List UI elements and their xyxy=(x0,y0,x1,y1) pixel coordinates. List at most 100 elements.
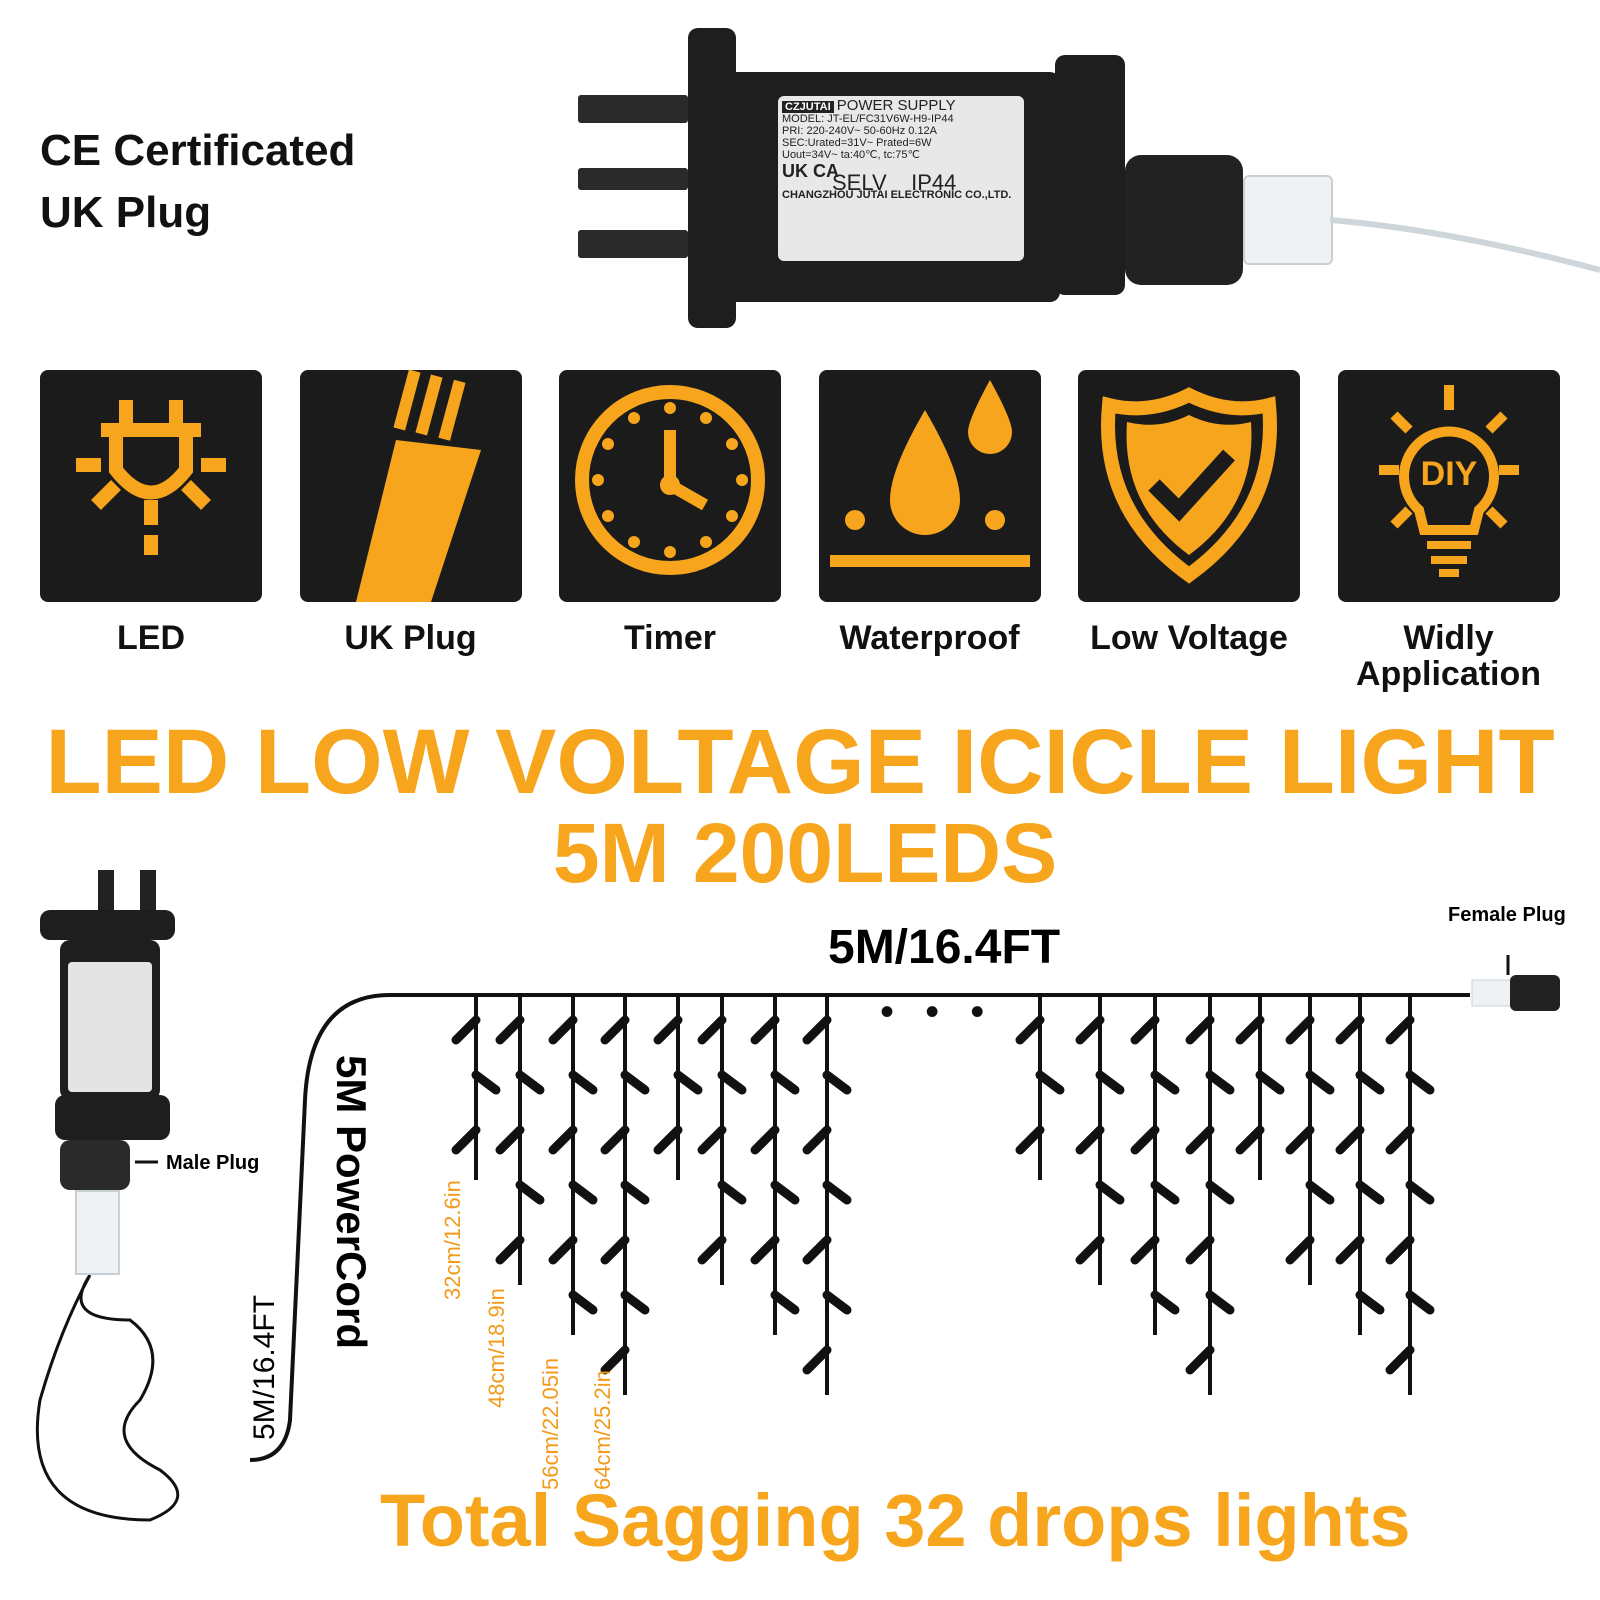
led-bulb xyxy=(1385,1015,1415,1045)
led-bulb xyxy=(515,1070,545,1095)
led-bulb xyxy=(1205,1070,1235,1095)
led-bulb xyxy=(495,1235,525,1265)
feature-label: Timer xyxy=(624,619,716,657)
feature-tile-waterproof xyxy=(818,370,1041,602)
feature-tile-uk-plug xyxy=(299,369,522,602)
feature-label: UK Plug xyxy=(344,619,477,657)
led-bulb xyxy=(750,1015,780,1045)
led-bulb xyxy=(822,1180,852,1205)
feature-tile-shield-check xyxy=(1078,370,1300,602)
cable xyxy=(1330,217,1600,273)
led-bulb xyxy=(1335,1015,1365,1045)
led-bulb xyxy=(802,1235,832,1265)
led-bulb xyxy=(653,1125,683,1155)
power-cord-label: 5M PowerCord xyxy=(328,1055,375,1350)
led-bulb xyxy=(495,1015,525,1045)
led-bulb xyxy=(1255,1070,1285,1095)
product-subtitle: 5M 200LEDS xyxy=(552,806,1058,900)
led-bulb xyxy=(1205,1180,1235,1205)
led-bulb xyxy=(653,1015,683,1045)
cord-length-label: 5M/16.4FT xyxy=(248,1294,281,1440)
led-bulb xyxy=(750,1125,780,1155)
led-bulb xyxy=(1285,1235,1315,1265)
led-bulb xyxy=(1235,1125,1265,1155)
led-bulb xyxy=(1385,1125,1415,1155)
led-bulb xyxy=(1355,1290,1385,1315)
led-bulb xyxy=(802,1345,832,1375)
led-bulb xyxy=(1095,1070,1125,1095)
led-bulb xyxy=(1015,1015,1045,1045)
led-bulb xyxy=(750,1235,780,1265)
header-line2: UK Plug xyxy=(40,188,212,237)
product-title: LED LOW VOLTAGE ICICLE LIGHT xyxy=(45,711,1555,813)
led-bulb xyxy=(471,1070,501,1095)
led-bulb xyxy=(1035,1070,1065,1095)
led-bulb xyxy=(770,1070,800,1095)
drop-length-48: 48cm/18.9in xyxy=(484,1288,509,1408)
led-bulb xyxy=(600,1235,630,1265)
led-bulb xyxy=(568,1290,598,1315)
led-bulb xyxy=(717,1070,747,1095)
led-bulb xyxy=(451,1015,481,1045)
led-bulb xyxy=(770,1180,800,1205)
led-bulb xyxy=(515,1180,545,1205)
led-bulb xyxy=(548,1235,578,1265)
led-bulb xyxy=(822,1070,852,1095)
led-bulb xyxy=(451,1125,481,1155)
led-bulb xyxy=(1385,1345,1415,1375)
led-bulb xyxy=(1405,1180,1435,1205)
led-bulb xyxy=(495,1125,525,1155)
led-bulb xyxy=(802,1125,832,1155)
feature-label: Waterproof xyxy=(839,619,1020,657)
led-bulb xyxy=(1150,1290,1180,1315)
led-bulb xyxy=(568,1180,598,1205)
female-plug-label: Female Plug xyxy=(1448,904,1566,926)
led-bulb xyxy=(673,1070,703,1095)
led-bulb xyxy=(697,1015,727,1045)
led-bulb xyxy=(1405,1070,1435,1095)
led-bulb xyxy=(770,1290,800,1315)
led-bulb xyxy=(620,1290,650,1315)
led-bulb xyxy=(568,1070,598,1095)
led-bulb xyxy=(717,1180,747,1205)
led-bulb xyxy=(1185,1345,1215,1375)
feature-tile-led xyxy=(40,370,262,602)
led-bulb xyxy=(1185,1235,1215,1265)
led-bulb xyxy=(1075,1235,1105,1265)
led-icon xyxy=(76,400,226,555)
led-bulb xyxy=(822,1290,852,1315)
led-bulb xyxy=(548,1125,578,1155)
led-bulb xyxy=(1185,1015,1215,1045)
led-bulb xyxy=(620,1180,650,1205)
drop-length-56: 56cm/22.05in xyxy=(538,1357,563,1490)
led-bulb xyxy=(1305,1180,1335,1205)
led-bulb xyxy=(1305,1070,1335,1095)
footer-text: Total Sagging 32 drops lights xyxy=(380,1479,1411,1562)
led-bulb xyxy=(1385,1235,1415,1265)
led-bulb xyxy=(1355,1180,1385,1205)
led-bulb xyxy=(1285,1015,1315,1045)
drop-length-64: 64cm/25.2in xyxy=(590,1370,615,1490)
led-bulb xyxy=(1335,1235,1365,1265)
feature-tile-timer xyxy=(559,370,781,602)
led-bulb xyxy=(620,1070,650,1095)
led-bulb xyxy=(600,1125,630,1155)
led-bulb xyxy=(1150,1070,1180,1095)
led-bulb xyxy=(1205,1290,1235,1315)
led-bulb xyxy=(1130,1125,1160,1155)
diy-bulb-icon: DIY xyxy=(1378,385,1519,577)
led-bulb xyxy=(802,1015,832,1045)
male-plug-label: Male Plug xyxy=(166,1152,260,1174)
led-bulb xyxy=(600,1345,630,1375)
waterproof-icon xyxy=(829,380,1030,567)
led-bulb xyxy=(1285,1125,1315,1155)
feature-label: Low Voltage xyxy=(1090,619,1288,657)
led-bulb xyxy=(1095,1180,1125,1205)
led-bulb xyxy=(1130,1235,1160,1265)
power-supply-label: CZJUTAI POWER SUPPLY MODEL: JT-EL/FC31V6… xyxy=(778,96,1024,261)
led-bulb xyxy=(1235,1015,1265,1045)
led-bulb xyxy=(548,1015,578,1045)
header-text: CE Certificated UK Plug xyxy=(40,120,355,244)
timer-icon xyxy=(575,385,765,575)
